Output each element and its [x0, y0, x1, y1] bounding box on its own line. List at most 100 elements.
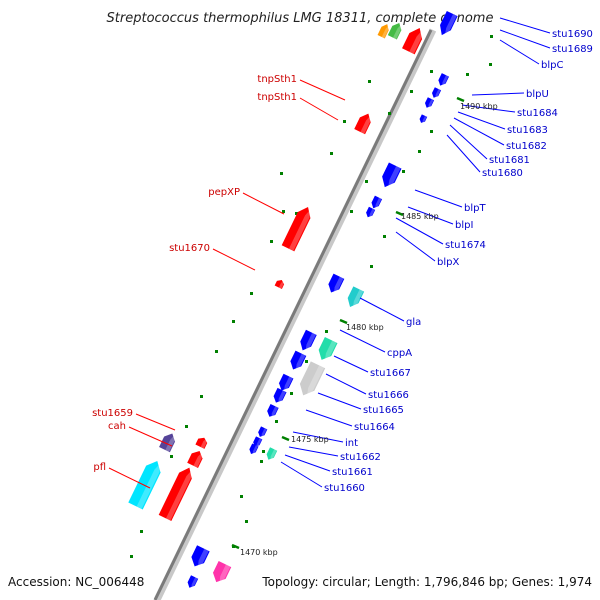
tick-mark — [215, 350, 218, 353]
gene-arrow — [191, 545, 210, 568]
gene-label: stu1681 — [489, 155, 530, 166]
leader-line — [299, 97, 339, 121]
tick-mark — [402, 170, 405, 173]
gene-arrow — [402, 27, 423, 55]
gene-label: stu1666 — [368, 390, 409, 401]
tick-mark — [130, 555, 133, 558]
tick-mark — [185, 425, 188, 428]
accession-text: Accession: NC_006448 — [8, 575, 144, 589]
gene-arrow — [267, 403, 279, 418]
tick-mark — [368, 80, 371, 83]
major-tick — [456, 96, 465, 103]
tick-mark — [140, 530, 143, 533]
gene-arrow — [258, 426, 268, 438]
leader-line — [325, 373, 367, 395]
tick-mark — [466, 73, 469, 76]
tick-mark — [418, 150, 421, 153]
gene-label: stu1680 — [482, 168, 523, 179]
gene-arrow — [299, 361, 326, 398]
topology-text: Topology: circular; Length: 1,796,846 bp… — [261, 575, 592, 589]
tick-mark — [260, 460, 263, 463]
tick-mark — [262, 450, 265, 453]
gene-label: cah — [108, 421, 126, 432]
major-tick — [339, 318, 348, 325]
leader-line — [407, 206, 454, 225]
gene-arrow — [354, 113, 372, 135]
gene-label: blpI — [455, 220, 473, 231]
leader-line — [339, 329, 386, 353]
tick-mark — [383, 235, 386, 238]
leader-line — [499, 29, 551, 49]
gene-arrow — [187, 451, 203, 469]
gene-label: stu1690 — [552, 29, 593, 40]
leader-line — [284, 454, 331, 472]
leader-line — [395, 217, 444, 245]
leader-line — [461, 104, 516, 113]
leader-line — [414, 189, 463, 208]
tick-mark — [410, 90, 413, 93]
leader-line — [135, 413, 176, 431]
leader-line — [317, 392, 362, 410]
gene-label: blpC — [541, 60, 563, 71]
tick-mark — [270, 240, 273, 243]
tick-marks — [130, 35, 493, 558]
gene-labels: tnpSth1tnpSth1pepXPstu1670stu1659cahpfls… — [92, 29, 593, 494]
kbp-label: 1470 kbp — [240, 548, 278, 557]
gene-arrow — [318, 337, 338, 362]
leader-line — [446, 134, 481, 173]
tick-mark — [290, 392, 293, 395]
tick-mark — [282, 210, 285, 213]
gene-arrow — [382, 162, 402, 189]
gene-label: tnpSth1 — [257, 74, 297, 85]
gene-arrow — [279, 373, 294, 392]
gene-arrow — [281, 206, 312, 252]
gene-arrow — [253, 436, 263, 448]
tick-mark — [343, 120, 346, 123]
leader-line — [299, 79, 346, 101]
label-leader-lines — [108, 17, 551, 489]
gene-features — [128, 10, 458, 589]
gene-label: stu1667 — [370, 368, 411, 379]
leader-line — [242, 192, 285, 215]
gene-label: stu1674 — [445, 240, 486, 251]
gene-label: stu1664 — [354, 422, 395, 433]
tick-mark — [295, 212, 298, 215]
tick-mark — [370, 265, 373, 268]
leader-line — [128, 426, 173, 447]
gene-arrow — [438, 73, 450, 87]
gene-label: tnpSth1 — [257, 92, 297, 103]
tick-mark — [232, 320, 235, 323]
gene-label: pepXP — [208, 187, 240, 198]
gene-arrow — [159, 433, 176, 453]
gene-label: stu1660 — [324, 483, 365, 494]
kbp-label: 1480 kbp — [346, 323, 384, 332]
gene-label: stu1665 — [363, 405, 404, 416]
gene-arrow — [274, 280, 285, 289]
gene-arrow — [366, 206, 376, 219]
gene-arrow — [158, 467, 193, 522]
leader-line — [499, 39, 540, 65]
gene-arrow — [273, 387, 287, 404]
leader-line — [359, 297, 405, 322]
tick-mark — [280, 172, 283, 175]
tick-mark — [365, 180, 368, 183]
tick-mark — [245, 520, 248, 523]
tick-mark — [489, 63, 492, 66]
backbone — [153, 28, 437, 600]
leader-line — [457, 111, 506, 130]
gene-arrow — [300, 329, 317, 352]
gene-label: blpU — [526, 89, 549, 100]
gene-label: stu1662 — [340, 452, 381, 463]
gene-label: pfl — [93, 462, 106, 473]
tick-mark — [430, 70, 433, 73]
tick-mark — [200, 395, 203, 398]
major-tick — [281, 435, 290, 442]
gene-label: stu1684 — [517, 108, 558, 119]
gene-label: stu1670 — [169, 243, 210, 254]
gene-label: stu1683 — [507, 125, 548, 136]
gene-arrow — [347, 286, 365, 309]
tick-mark — [350, 210, 353, 213]
kbp-label: 1475 kbp — [291, 435, 329, 444]
